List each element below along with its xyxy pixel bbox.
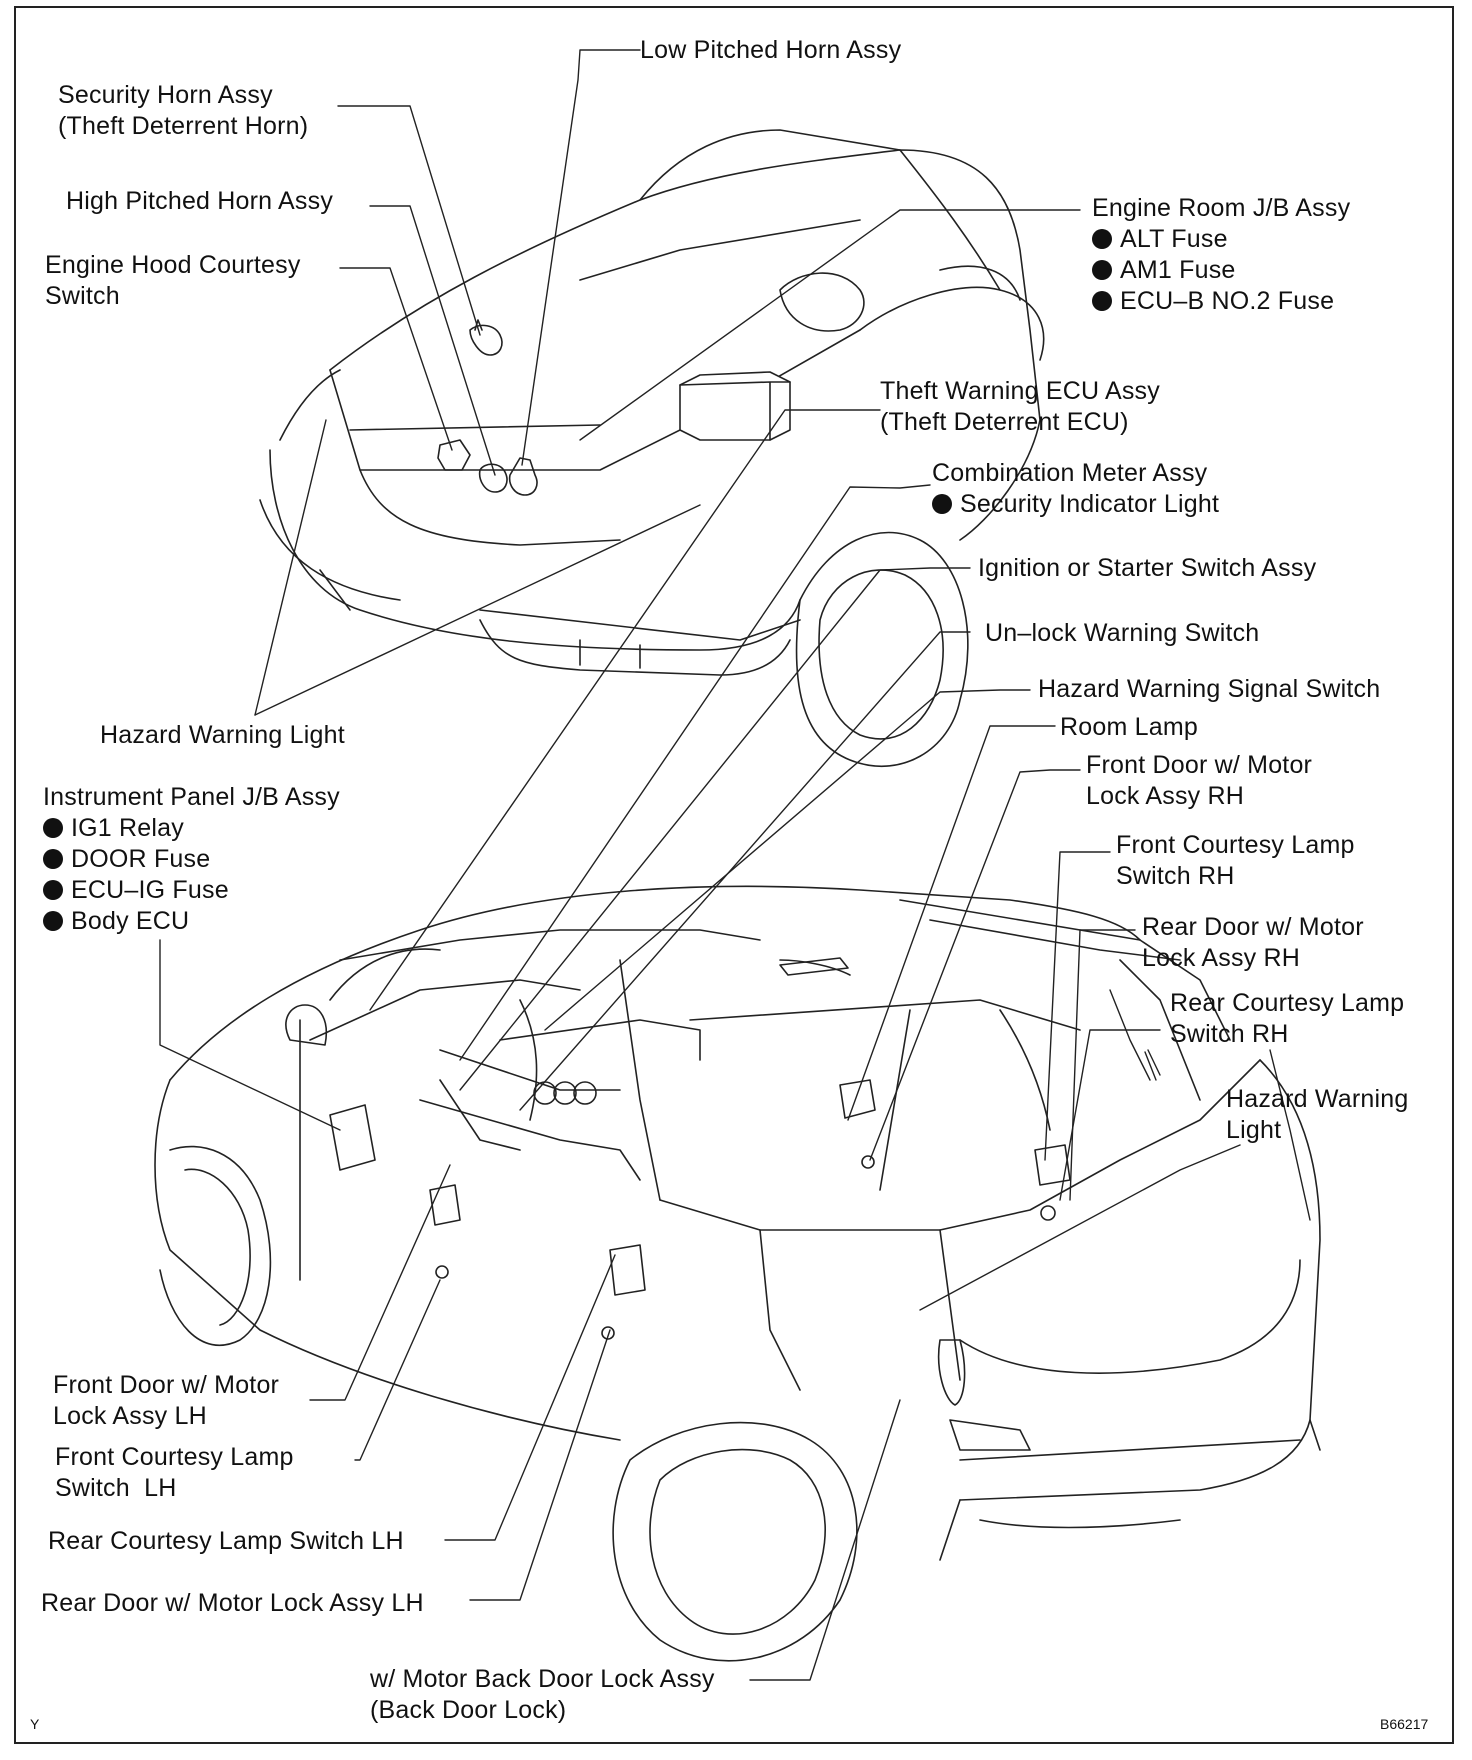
bullet-icon	[43, 911, 63, 931]
leader-lines	[159, 49, 1311, 1681]
instrument-item: ECU–IG Fuse	[43, 875, 340, 906]
label-front-courtesy-rh: Front Courtesy Lamp Switch RH	[1116, 830, 1355, 892]
label-engine-hood-switch-line2: Switch	[45, 282, 120, 310]
label-security-horn-line2: (Theft Deterrent Horn)	[58, 112, 309, 140]
label-hazard-light-rear-line2: Light	[1226, 1116, 1282, 1144]
engine-room-item: ALT Fuse	[1092, 224, 1350, 255]
label-room-lamp: Room Lamp	[1060, 713, 1198, 741]
label-front-door-lh-line2: Lock Assy LH	[53, 1402, 207, 1430]
label-rear-door-rh: Rear Door w/ Motor Lock Assy RH	[1142, 912, 1364, 974]
label-hazard-light-rear: Hazard Warning Light	[1226, 1084, 1409, 1146]
label-front-courtesy-lh-line1: Front Courtesy Lamp	[55, 1443, 294, 1471]
bullet-icon	[1092, 260, 1112, 280]
figure-code: B66217	[1380, 1716, 1429, 1732]
label-rear-courtesy-rh-line1: Rear Courtesy Lamp	[1170, 989, 1405, 1017]
label-front-courtesy-rh-line1: Front Courtesy Lamp	[1116, 831, 1355, 859]
label-security-horn-line1: Security Horn Assy	[58, 81, 273, 109]
label-combination-meter: Combination Meter Assy Security Indicato…	[932, 458, 1219, 520]
bullet-icon	[43, 880, 63, 900]
bullet-icon	[932, 494, 952, 514]
label-back-door-lock: w/ Motor Back Door Lock Assy (Back Door …	[370, 1664, 715, 1726]
rear-vehicle-outline	[154, 885, 1321, 1662]
label-front-door-lh-line1: Front Door w/ Motor	[53, 1371, 280, 1399]
label-theft-ecu-line1: Theft Warning ECU Assy	[880, 377, 1160, 405]
label-front-door-lh: Front Door w/ Motor Lock Assy LH	[53, 1370, 279, 1432]
label-theft-ecu-line2: (Theft Deterrent ECU)	[880, 408, 1129, 436]
bullet-icon	[1092, 229, 1112, 249]
label-high-pitched-horn: High Pitched Horn Assy	[66, 187, 334, 215]
combo-meter-item: Security Indicator Light	[932, 489, 1219, 520]
label-rear-courtesy-rh: Rear Courtesy Lamp Switch RH	[1170, 988, 1404, 1050]
front-vehicle-outline	[259, 129, 1045, 768]
instrument-item: DOOR Fuse	[43, 844, 340, 875]
label-hazard-light-rear-line1: Hazard Warning	[1226, 1085, 1409, 1113]
label-security-horn: Security Horn Assy (Theft Deterrent Horn…	[58, 80, 308, 142]
label-hazard-light-front: Hazard Warning Light	[100, 721, 345, 749]
label-engine-hood-switch: Engine Hood Courtesy Switch	[45, 250, 301, 312]
instrument-item: IG1 Relay	[43, 813, 340, 844]
label-front-courtesy-lh-line2: Switch LH	[55, 1474, 177, 1502]
label-combination-meter-title: Combination Meter Assy	[932, 459, 1208, 487]
label-rear-courtesy-lh: Rear Courtesy Lamp Switch LH	[48, 1527, 404, 1555]
engine-room-item: AM1 Fuse	[1092, 255, 1350, 286]
label-engine-room-jb-title: Engine Room J/B Assy	[1092, 194, 1351, 222]
label-front-courtesy-rh-line2: Switch RH	[1116, 862, 1235, 890]
corner-mark-left: Y	[30, 1716, 40, 1732]
label-engine-hood-switch-line1: Engine Hood Courtesy	[45, 251, 301, 279]
label-theft-ecu: Theft Warning ECU Assy (Theft Deterrent …	[880, 376, 1160, 438]
label-back-door-lock-line1: w/ Motor Back Door Lock Assy	[370, 1665, 715, 1693]
bullet-icon	[1092, 291, 1112, 311]
label-engine-room-jb: Engine Room J/B Assy ALT Fuse AM1 Fuse E…	[1092, 193, 1350, 317]
engine-room-item: ECU–B NO.2 Fuse	[1092, 286, 1350, 317]
bullet-icon	[43, 818, 63, 838]
label-rear-door-rh-line1: Rear Door w/ Motor	[1142, 913, 1364, 941]
label-back-door-lock-line2: (Back Door Lock)	[370, 1696, 567, 1724]
label-rear-door-lh: Rear Door w/ Motor Lock Assy LH	[41, 1589, 424, 1617]
label-low-pitched-horn: Low Pitched Horn Assy	[640, 36, 902, 64]
label-instrument-jb-title: Instrument Panel J/B Assy	[43, 783, 340, 811]
label-hazard-switch: Hazard Warning Signal Switch	[1038, 675, 1381, 703]
instrument-item: Body ECU	[43, 906, 340, 937]
diagram-frame	[14, 6, 1454, 1744]
label-rear-courtesy-rh-line2: Switch RH	[1170, 1020, 1289, 1048]
bullet-icon	[43, 849, 63, 869]
label-front-door-rh-line1: Front Door w/ Motor	[1086, 751, 1313, 779]
label-front-door-rh-line2: Lock Assy RH	[1086, 782, 1245, 810]
label-rear-door-rh-line2: Lock Assy RH	[1142, 944, 1301, 972]
label-ignition-switch: Ignition or Starter Switch Assy	[978, 554, 1317, 582]
label-unlock-switch: Un–lock Warning Switch	[985, 619, 1260, 647]
label-instrument-jb: Instrument Panel J/B Assy IG1 Relay DOOR…	[43, 782, 340, 937]
label-front-door-rh: Front Door w/ Motor Lock Assy RH	[1086, 750, 1312, 812]
label-front-courtesy-lh: Front Courtesy Lamp Switch LH	[55, 1442, 294, 1504]
